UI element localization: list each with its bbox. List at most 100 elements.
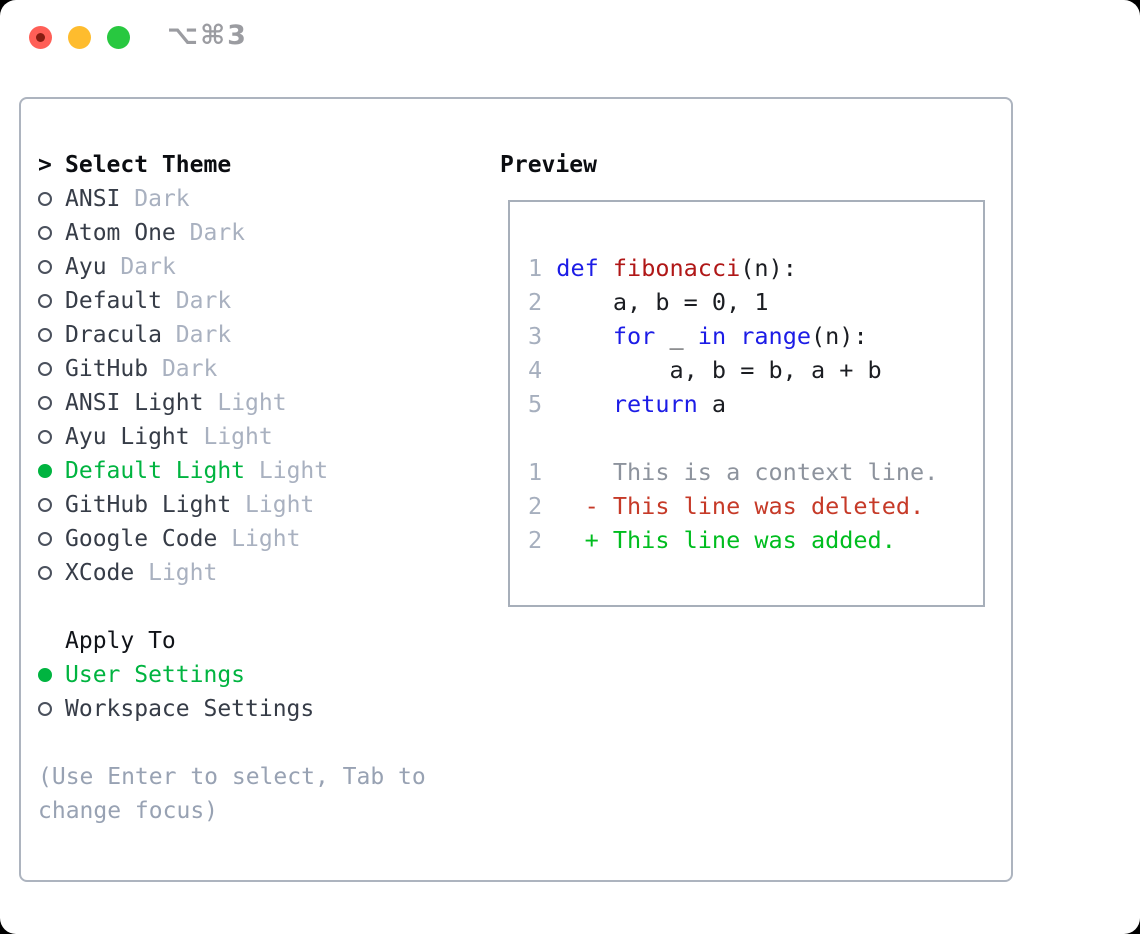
theme-list-header: > Select Theme [38, 148, 488, 182]
option-variant: Dark [134, 186, 190, 212]
theme-option[interactable]: Atom One Dark [38, 216, 488, 250]
theme-option-text: Google Code Light [65, 522, 300, 556]
apply-to-option[interactable]: User Settings [38, 658, 488, 692]
preview-line: 5 return a [528, 387, 983, 421]
code-segment-kw: for [612, 322, 656, 350]
theme-option-text: Default Light Light [65, 454, 328, 488]
option-name: GitHub Light [65, 492, 232, 518]
theme-option-text: Atom One Dark [65, 216, 245, 250]
code-segment-code: a, b = b, a + b [556, 356, 882, 384]
code-segment-code: a, b = 0, 1 [556, 288, 769, 316]
preview-line: 2 + This line was added. [528, 523, 983, 557]
radio-icon [38, 430, 65, 444]
code-segment-code: a [697, 390, 727, 418]
theme-option-text: Ayu Light Light [65, 420, 273, 454]
radio-icon [38, 532, 65, 546]
option-name: ANSI [65, 186, 121, 212]
minimize-button[interactable] [68, 26, 91, 49]
traffic-lights [29, 26, 130, 49]
code-segment-kw: def [556, 254, 599, 282]
zoom-button[interactable] [107, 26, 130, 49]
option-name: GitHub [65, 356, 149, 382]
code-segment-code [556, 390, 613, 418]
theme-option-text: XCode Light [65, 556, 217, 590]
option-variant: Dark [175, 288, 232, 314]
code-segment-num: 3 [528, 322, 557, 350]
radio-icon [38, 192, 65, 206]
code-segment-fn: fibonacci [612, 254, 741, 282]
radio-selected-icon [38, 668, 65, 682]
option-variant: Light [231, 526, 301, 552]
theme-option[interactable]: ANSI Dark [38, 182, 488, 216]
theme-option[interactable]: Google Code Light [38, 522, 488, 556]
option-name: Dracula [65, 322, 162, 348]
code-segment-code [599, 254, 613, 282]
theme-option-text: GitHub Light Light [65, 488, 314, 522]
radio-icon [38, 566, 65, 580]
preview-line: 3 for _ in range(n): [528, 319, 983, 353]
option-name: Default Light [65, 458, 246, 484]
code-segment-code [726, 322, 740, 350]
option-variant: Light [258, 458, 329, 484]
theme-option[interactable]: GitHub Light Light [38, 488, 488, 522]
radio-selected-icon [38, 464, 65, 478]
preview-title: Preview [500, 152, 597, 178]
preview-line: 2 a, b = 0, 1 [528, 285, 983, 319]
theme-option[interactable]: GitHub Dark [38, 352, 488, 386]
code-segment-kw: range [740, 322, 811, 350]
option-name: Atom One [65, 220, 176, 246]
option-variant: Dark [189, 220, 246, 246]
radio-icon [38, 362, 65, 376]
radio-icon [38, 260, 65, 274]
theme-option[interactable]: Ayu Dark [38, 250, 488, 284]
apply-to-option[interactable]: Workspace Settings [38, 692, 488, 726]
apply-to-option-text: Workspace Settings [65, 692, 314, 726]
code-segment-num: 2 [528, 526, 557, 554]
select-theme-title: Select Theme [65, 152, 232, 178]
code-segment-add: + This line was added. [556, 526, 896, 554]
theme-option[interactable]: XCode Light [38, 556, 488, 590]
option-name: XCode [65, 560, 135, 586]
caret-icon: > [38, 152, 52, 178]
theme-option-text: Dracula Dark [65, 318, 231, 352]
option-name: Ayu [65, 254, 107, 280]
option-variant: Light [203, 424, 273, 450]
code-segment-num: 1 [528, 254, 557, 282]
preview-line: 1 This is a context line. [528, 455, 983, 489]
close-button[interactable] [29, 26, 52, 49]
preview-line: 2 - This line was deleted. [528, 489, 983, 523]
option-variant: Light [217, 390, 287, 416]
hint-line: (Use Enter to select, Tab to [38, 764, 426, 790]
radio-icon [38, 328, 65, 342]
theme-option[interactable]: Default Light Light [38, 454, 488, 488]
option-name: Ayu Light [65, 424, 190, 450]
theme-option-text: Ayu Dark [65, 250, 176, 284]
option-variant: Dark [175, 322, 232, 348]
code-segment-code: _ [655, 322, 698, 350]
code-segment-kw: return [612, 390, 698, 418]
theme-option-text: Default Dark [65, 284, 231, 318]
option-variant: Light [245, 492, 315, 518]
spacer [38, 726, 488, 760]
theme-option[interactable]: ANSI Light Light [38, 386, 488, 420]
hint-line: change focus) [38, 798, 219, 824]
option-name: Workspace Settings [65, 696, 315, 722]
option-name: User Settings [65, 662, 246, 688]
code-segment-del: - This line was deleted. [556, 492, 925, 520]
theme-option[interactable]: Default Dark [38, 284, 488, 318]
code-segment-ctx: This is a context line. [556, 458, 939, 486]
code-segment-code: (n): [811, 322, 868, 350]
theme-option-text: ANSI Light Light [65, 386, 287, 420]
theme-option[interactable]: Ayu Light Light [38, 420, 488, 454]
theme-option[interactable]: Dracula Dark [38, 318, 488, 352]
spacer [38, 590, 488, 624]
code-segment-num: 4 [528, 356, 557, 384]
code-segment-num: 5 [528, 390, 557, 418]
code-segment-num: 2 [528, 492, 557, 520]
